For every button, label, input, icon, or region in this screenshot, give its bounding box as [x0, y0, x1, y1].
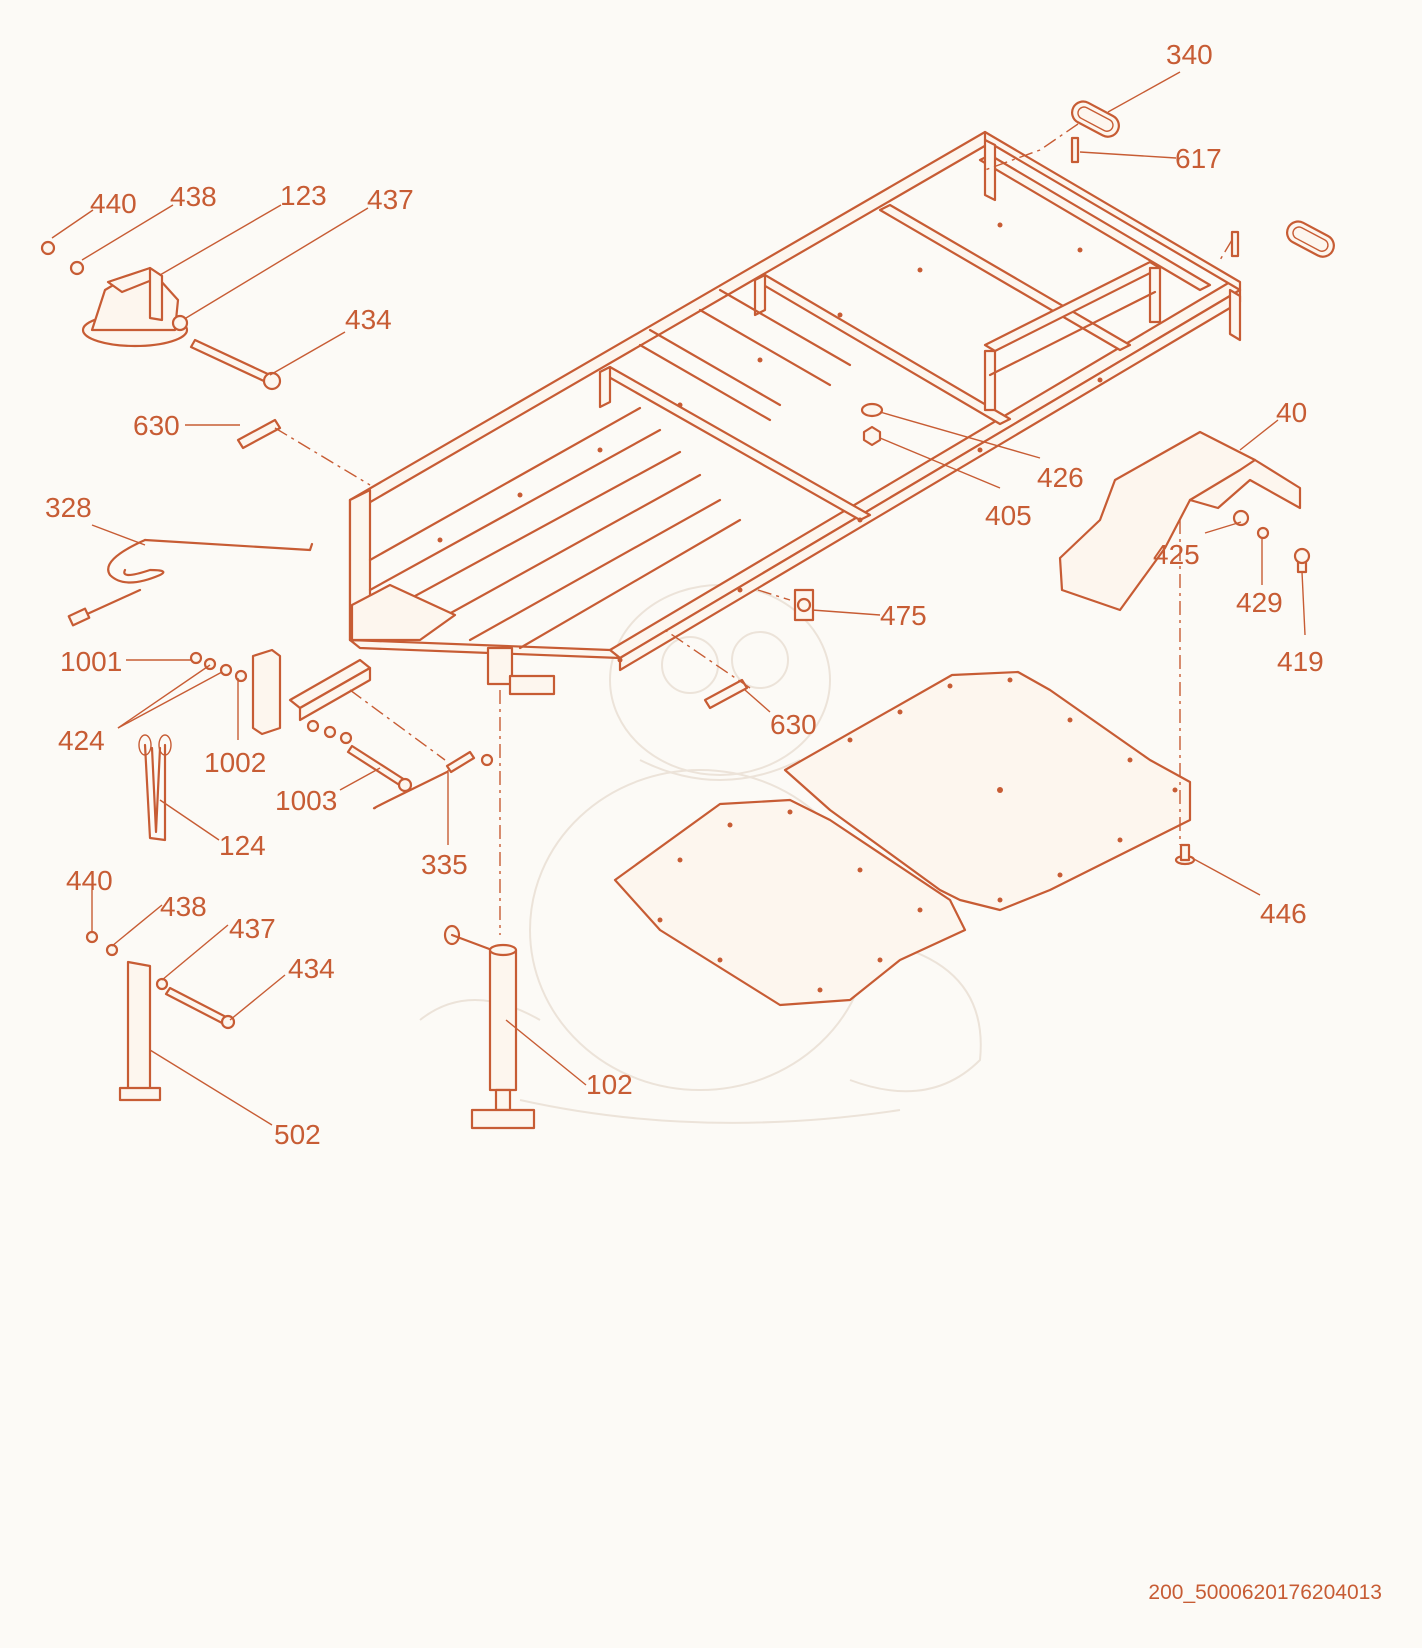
hitch-coupler: [40, 240, 282, 391]
frame-bolt-holes: [437, 222, 1103, 663]
callout-405: 405: [985, 500, 1032, 531]
callout-440: 440: [90, 188, 137, 219]
safety-chain: [138, 734, 172, 842]
callout-328: 328: [45, 492, 92, 523]
callout-437: 437: [367, 184, 414, 215]
callout-438: 438: [170, 181, 217, 212]
callout-labels: 340 617 440 438 123 437 434 630 426 40 4…: [45, 39, 1324, 1150]
trailer-stand: [85, 930, 236, 1102]
floor-bolt: [1174, 843, 1196, 866]
fender: [1058, 430, 1311, 612]
callout-434-b: 434: [288, 953, 335, 984]
callout-440-b: 440: [66, 865, 113, 896]
callout-124: 124: [219, 830, 266, 861]
floor-panels: [613, 670, 1192, 1007]
washer-and-nut: [860, 402, 884, 447]
callout-630-b: 630: [770, 709, 817, 740]
callout-340: 340: [1166, 39, 1213, 70]
callout-446: 446: [1260, 898, 1307, 929]
floor-panel-fasteners: [657, 677, 1178, 993]
callout-502: 502: [274, 1119, 321, 1150]
safety-cable: [67, 538, 314, 627]
callout-630: 630: [133, 410, 180, 441]
callout-426: 426: [1037, 462, 1084, 493]
latch: [793, 588, 815, 622]
callout-102: 102: [586, 1069, 633, 1100]
callout-475: 475: [880, 600, 927, 631]
callout-1003: 1003: [275, 785, 337, 816]
callout-40: 40: [1276, 397, 1307, 428]
callout-123: 123: [280, 180, 327, 211]
callout-617: 617: [1175, 143, 1222, 174]
callout-1002: 1002: [204, 747, 266, 778]
breakaway-switch: [372, 750, 494, 810]
callout-335: 335: [421, 849, 468, 880]
spacer-plates: [236, 418, 749, 710]
leader-lines: [51, 71, 1306, 1126]
trailer-frame: [288, 130, 1242, 722]
jack-stand: [443, 924, 536, 1130]
callout-434: 434: [345, 304, 392, 335]
assembly-lines: [274, 123, 1233, 935]
callout-419: 419: [1277, 646, 1324, 677]
callout-425: 425: [1153, 539, 1200, 570]
callout-424: 424: [58, 725, 105, 756]
drawing-code: 200_5000620176204013: [1148, 1581, 1382, 1604]
callout-1001: 1001: [60, 646, 122, 677]
callout-437-b: 437: [229, 913, 276, 944]
callout-429: 429: [1236, 587, 1283, 618]
tail-lights: [1070, 100, 1335, 258]
callout-438-b: 438: [160, 891, 207, 922]
